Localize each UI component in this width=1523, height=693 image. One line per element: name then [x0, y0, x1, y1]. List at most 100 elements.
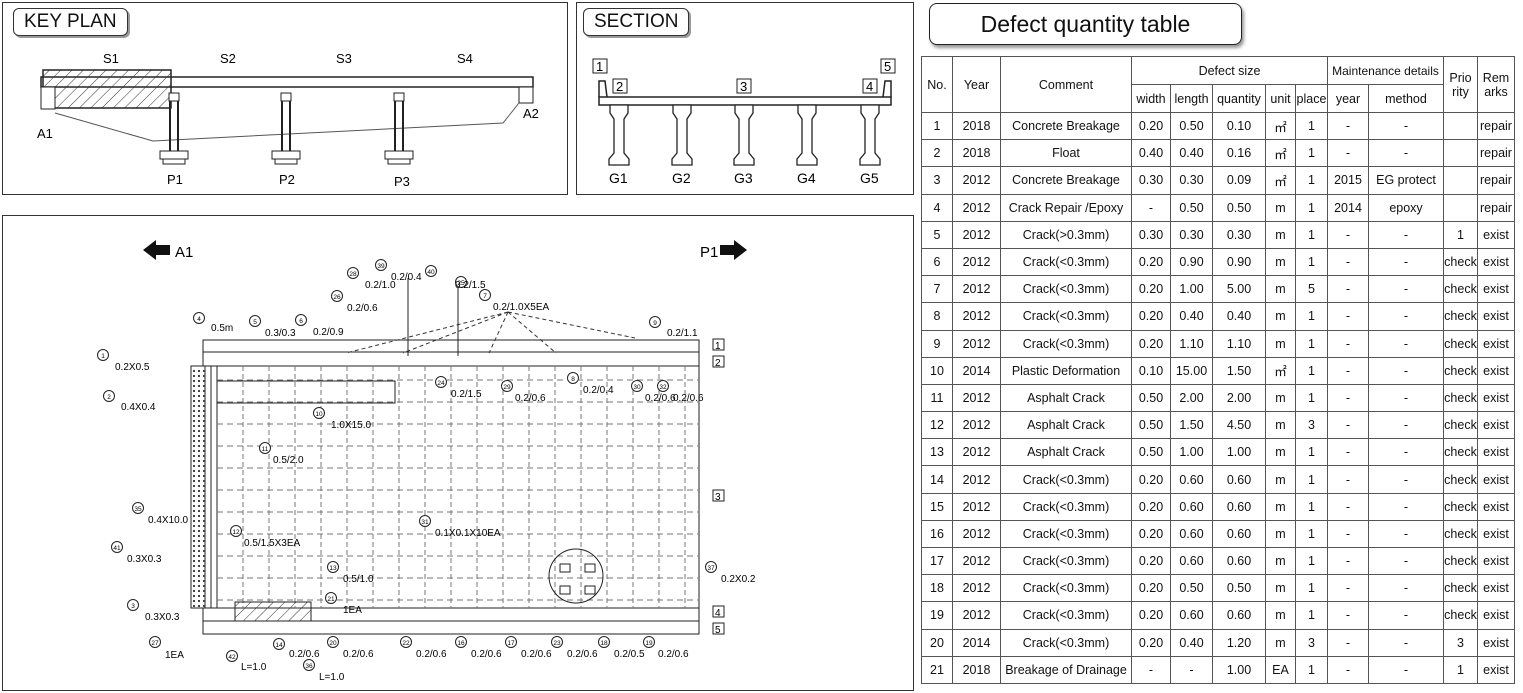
- cell-maint-year: -: [1327, 438, 1369, 467]
- header-method: method: [1368, 84, 1444, 113]
- cell-quantity: 0.16: [1212, 139, 1266, 168]
- cell-remarks: exist: [1477, 438, 1515, 467]
- cell-comment: Crack(<0.3mm): [1000, 546, 1132, 576]
- cell-comment: Asphalt Crack: [1000, 438, 1132, 467]
- cell-width: 0.20: [1131, 546, 1171, 576]
- defect-plan-panel: A1 P1 1 2 3 4: [2, 215, 914, 691]
- defect-marker: [331, 290, 343, 302]
- defect-marker-id: 30: [633, 384, 641, 391]
- defect-marker: [435, 376, 447, 388]
- cell-width: 0.30: [1131, 166, 1171, 195]
- defect-marker-id: 28: [349, 271, 357, 278]
- defect-marker: [327, 636, 339, 648]
- cell-comment: Crack(<0.3mm): [1000, 574, 1132, 603]
- defect-size-label: 0.2/0.6: [471, 649, 502, 660]
- cell-method: -: [1368, 275, 1444, 304]
- cell-quantity: 1.20: [1212, 628, 1266, 657]
- key-plan-title: KEY PLAN: [13, 8, 128, 36]
- side-marker: 5: [715, 625, 721, 636]
- ground-line: [54, 102, 520, 142]
- cell-year: 2012: [952, 546, 1001, 576]
- cell-year: 2012: [952, 302, 1001, 331]
- defect-marker-id: 1: [101, 353, 105, 360]
- cell-priority: check: [1443, 574, 1478, 603]
- cell-year: 2012: [952, 601, 1001, 630]
- cell-method: -: [1368, 247, 1444, 277]
- cell-no: 11: [921, 383, 953, 413]
- span-label: S3: [336, 51, 352, 66]
- cell-priority: check: [1443, 601, 1478, 630]
- cell-no: 1: [921, 111, 953, 141]
- defect-marker: [111, 541, 123, 553]
- cell-maint-year: 2014: [1327, 193, 1369, 222]
- defect-size-label: 0.2/1.0X5EA: [493, 302, 549, 313]
- defect-marker-id: 8: [571, 376, 575, 383]
- direction-left-label: A1: [175, 244, 193, 261]
- defect-size-label: 0.2/0.6: [289, 649, 320, 660]
- cell-comment: Plastic Deformation: [1000, 356, 1132, 385]
- cell-no: 3: [921, 166, 953, 195]
- defect-size-label: 0.2/0.4: [583, 385, 614, 396]
- cell-unit: m: [1265, 329, 1296, 358]
- cell-unit: m: [1265, 628, 1296, 657]
- defect-marker-id: 21: [327, 596, 335, 603]
- cell-remarks: exist: [1477, 356, 1515, 385]
- section-marker: 4: [866, 79, 873, 94]
- defect-size-label: 0.2/0.5: [614, 649, 645, 660]
- side-marker: 1: [715, 341, 721, 352]
- defect-marker-id: 9: [653, 320, 657, 327]
- cell-comment: Crack(<0.3mm): [1000, 247, 1132, 277]
- defect-marker: [149, 636, 161, 648]
- cell-remarks: exist: [1477, 655, 1515, 684]
- cell-maint-year: -: [1327, 111, 1369, 141]
- defect-marker-id: 12: [232, 529, 240, 536]
- cell-length: 1.00: [1170, 275, 1213, 304]
- cell-method: -: [1368, 628, 1444, 657]
- defect-size-label: 0.2/0.6: [343, 649, 374, 660]
- defect-size-label: 0.2X0.5: [115, 362, 150, 373]
- cell-width: 0.20: [1131, 275, 1171, 304]
- cell-priority: check: [1443, 383, 1478, 413]
- cell-unit: m: [1265, 411, 1296, 440]
- cell-priority: check: [1443, 329, 1478, 358]
- cell-remarks: exist: [1477, 411, 1515, 440]
- cell-length: 1.00: [1170, 438, 1213, 467]
- header-quantity: quantity: [1212, 84, 1266, 113]
- cell-quantity: 0.90: [1212, 247, 1266, 277]
- cell-quantity: 1.10: [1212, 329, 1266, 358]
- span-label: S4: [457, 51, 473, 66]
- cell-year: 2012: [952, 220, 1001, 249]
- cell-quantity: 0.60: [1212, 546, 1266, 576]
- defect-size-label: 0.2/0.4: [391, 272, 422, 283]
- cell-method: -: [1368, 438, 1444, 467]
- cell-no: 13: [921, 438, 953, 467]
- pier-p3: [384, 92, 414, 165]
- defect-size-label: 0.2/0.9: [313, 327, 344, 338]
- cell-remarks: exist: [1477, 275, 1515, 304]
- defect-plan-drawing: A1 P1 1 2 3 4: [97, 240, 756, 683]
- cell-maint-year: -: [1327, 574, 1369, 603]
- cell-maint-year: -: [1327, 601, 1369, 630]
- bridge-deck: [40, 76, 534, 88]
- side-marker: 4: [715, 608, 721, 619]
- cell-quantity: 0.40: [1212, 302, 1266, 331]
- defect-marker-id: 37: [707, 565, 715, 572]
- header-no: No.: [921, 56, 953, 113]
- girder-shape: [859, 104, 881, 166]
- cell-place: 1: [1295, 546, 1328, 576]
- cell-length: 0.30: [1170, 166, 1213, 195]
- cell-comment: Crack(<0.3mm): [1000, 302, 1132, 331]
- cell-no: 10: [921, 356, 953, 385]
- cell-unit: ㎡: [1265, 139, 1296, 168]
- cell-place: 1: [1295, 193, 1328, 222]
- cell-length: 0.60: [1170, 465, 1213, 494]
- span-label: S1: [103, 51, 119, 66]
